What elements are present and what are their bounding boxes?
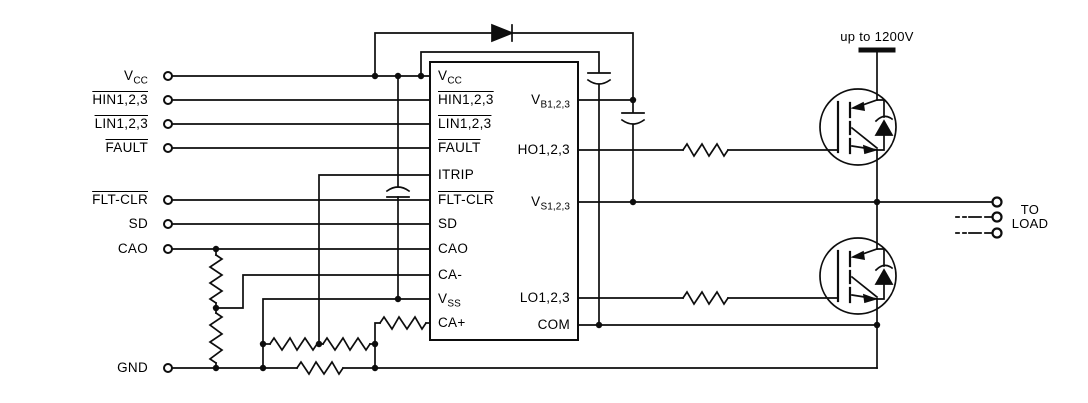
ic-pin-ca-minus: CA- bbox=[438, 267, 463, 282]
ic-pin-com: COM bbox=[537, 317, 570, 332]
input-label-vcc: VCC bbox=[124, 68, 148, 87]
ic-pin-lo: LO1,2,3 bbox=[519, 290, 570, 305]
source-arrow bbox=[862, 144, 878, 155]
current-sense-resistor bbox=[295, 360, 345, 376]
ic-pin-itrip: ITRIP bbox=[438, 167, 475, 182]
drain-arrow bbox=[850, 101, 866, 112]
ic-pin-lin: LIN1,2,3 bbox=[438, 116, 492, 131]
ic-pin-flt-clr: FLT-CLR bbox=[438, 192, 494, 207]
ho-gate-resistor bbox=[577, 142, 839, 158]
ic-pin-vb: VB1,2,3 bbox=[531, 92, 570, 111]
dc-bus-bar bbox=[858, 47, 896, 101]
vcc-vss-decoupling-capacitor bbox=[385, 75, 411, 300]
source-arrow bbox=[862, 293, 878, 304]
ca-plus-series-resistor bbox=[374, 315, 431, 345]
junction-dots bbox=[212, 72, 881, 372]
ca-minus-wire bbox=[215, 274, 431, 309]
bus-voltage-label: up to 1200V bbox=[840, 29, 914, 44]
input-label-lin: LIN1,2,3 bbox=[94, 116, 148, 131]
ic-pin-sd: SD bbox=[438, 216, 458, 231]
bootstrap-diode-branch bbox=[374, 23, 634, 101]
input-label-cao: CAO bbox=[117, 241, 148, 256]
itrip-wire bbox=[318, 174, 431, 345]
lo-gate-resistor bbox=[577, 290, 839, 306]
bootstrap-capacitor bbox=[620, 99, 646, 203]
input-label-gnd: GND bbox=[117, 360, 148, 375]
load-label: TO LOAD bbox=[1011, 202, 1049, 231]
ic-body bbox=[429, 61, 579, 341]
vss-wire bbox=[262, 298, 431, 369]
drain-arrow bbox=[850, 250, 866, 261]
input-label-flt-clr: FLT-CLR bbox=[92, 192, 148, 207]
body-diode bbox=[874, 248, 894, 300]
input-label-hin: HIN1,2,3 bbox=[92, 92, 148, 107]
ic-pin-ca-plus: CA+ bbox=[438, 315, 466, 330]
ic-pin-ho: HO1,2,3 bbox=[517, 142, 570, 157]
ic-pin-vs: VS1,2,3 bbox=[531, 194, 570, 213]
ic-pin-fault: FAULT bbox=[438, 140, 481, 155]
load-phase-stubs bbox=[955, 216, 993, 234]
ic-pin-cao: CAO bbox=[438, 241, 469, 256]
input-terminals bbox=[163, 71, 173, 373]
ic-pin-hin: HIN1,2,3 bbox=[438, 92, 494, 107]
ic-pin-vss: VSS bbox=[438, 291, 461, 310]
input-label-sd: SD bbox=[128, 216, 148, 231]
vcc-com-decoupling-capacitor bbox=[420, 51, 612, 326]
ic-pin-vcc: VCC bbox=[438, 68, 462, 87]
input-label-fault: FAULT bbox=[105, 140, 148, 155]
igbt-high-side bbox=[819, 88, 897, 203]
igbt-low-side bbox=[819, 201, 897, 369]
body-diode bbox=[874, 99, 894, 151]
load-terminals bbox=[991, 196, 1003, 239]
